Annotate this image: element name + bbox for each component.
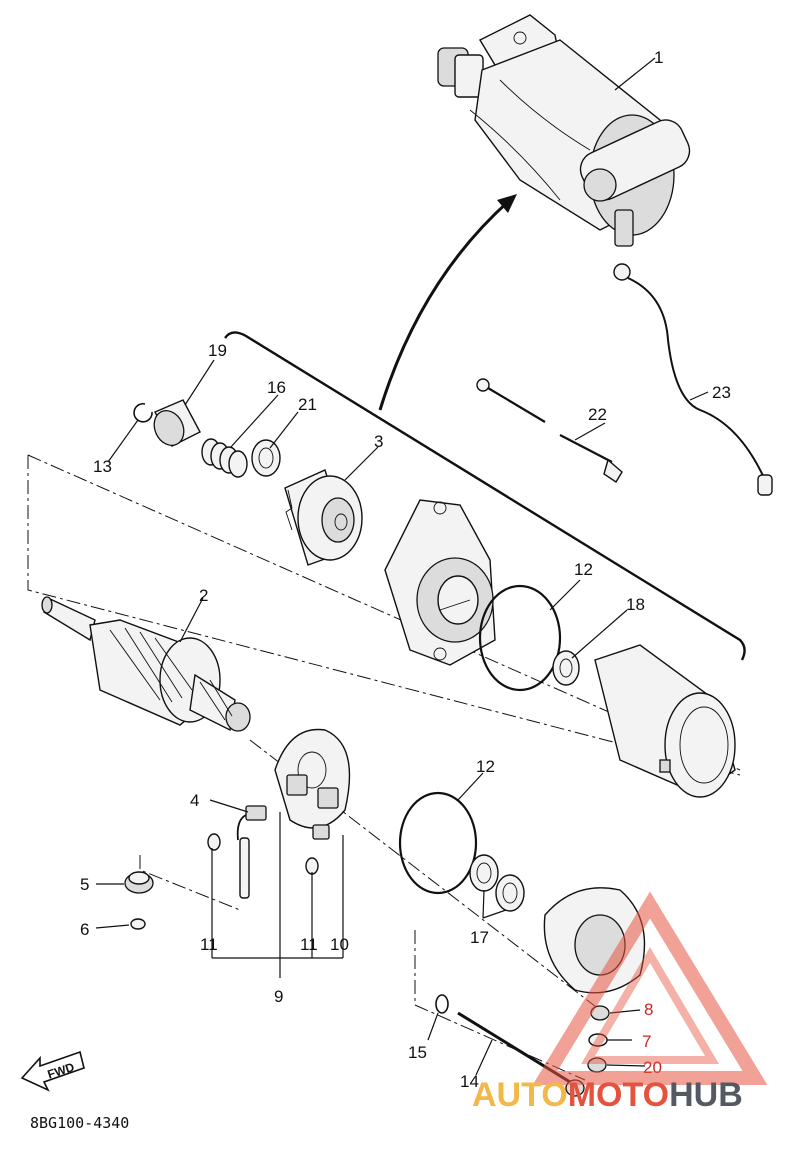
exploded-axis-dashline <box>27 455 741 776</box>
washer-axis-dashline <box>139 855 241 911</box>
callout-3: 3 <box>374 432 383 451</box>
callout-9: 9 <box>274 987 283 1006</box>
clutch-pinion <box>284 469 363 566</box>
callout-6: 6 <box>80 920 89 939</box>
assembly-arrow-head <box>497 194 517 213</box>
callout-4: 4 <box>190 791 199 810</box>
callout-2: 2 <box>199 586 208 605</box>
callout-5: 5 <box>80 875 89 894</box>
callout-12-upper: 12 <box>574 560 593 579</box>
washer-6 <box>130 918 146 930</box>
assembly-bracket-line <box>224 331 746 661</box>
callout-7: 7 <box>642 1032 651 1051</box>
lead-wire <box>613 263 773 496</box>
document-code: 8BG100-4340 <box>30 1114 129 1132</box>
callout-8: 8 <box>644 1000 653 1019</box>
callout-11-right: 11 <box>300 935 318 954</box>
callout-13: 13 <box>93 457 112 476</box>
callout-21: 21 <box>298 395 317 414</box>
callout-16: 16 <box>267 378 286 397</box>
circlip <box>133 402 153 423</box>
washer-11-right <box>305 857 319 875</box>
collar <box>153 399 201 447</box>
callout-10: 10 <box>330 935 349 954</box>
callout-17: 17 <box>470 928 489 947</box>
assembly-arrow <box>378 198 511 411</box>
watermark-triangle-icon <box>532 891 768 1085</box>
fwd-arrow: FWD <box>20 1050 85 1092</box>
leader-lines <box>95 57 709 1076</box>
o-ring-upper <box>478 584 562 692</box>
o-ring-lower <box>398 791 478 895</box>
washers-17 <box>469 854 525 912</box>
callout-11-left: 11 <box>200 935 218 954</box>
callout-23: 23 <box>712 383 731 402</box>
armature <box>41 596 251 732</box>
front-cover <box>384 499 496 666</box>
lead-cables <box>476 378 623 483</box>
o-ring-15 <box>435 994 449 1014</box>
exploded-axis-dashline-upper <box>27 454 741 771</box>
watermark-logo: AUTOMOTOHUB <box>472 891 768 1114</box>
callout-14: 14 <box>460 1072 479 1091</box>
callout-12-lower: 12 <box>476 757 495 776</box>
callout-22: 22 <box>588 405 607 424</box>
grommet <box>124 871 154 894</box>
watermark-text: AUTOMOTOHUB <box>472 1076 743 1114</box>
yoke-housing <box>594 644 736 798</box>
washer-18 <box>552 650 580 686</box>
spring <box>201 438 248 478</box>
callout-15: 15 <box>408 1043 427 1062</box>
starter-motor-assembly <box>437 14 691 247</box>
brush-holder-plate <box>274 728 351 840</box>
callout-19: 19 <box>208 341 227 360</box>
brush-axis-dashline <box>249 739 601 1011</box>
callout-1: 1 <box>654 48 663 67</box>
brush <box>236 805 267 899</box>
washer-21 <box>251 439 281 477</box>
bolt-axis-dashline <box>414 930 586 1081</box>
callout-18: 18 <box>626 595 645 614</box>
washer-11-left <box>207 833 221 851</box>
